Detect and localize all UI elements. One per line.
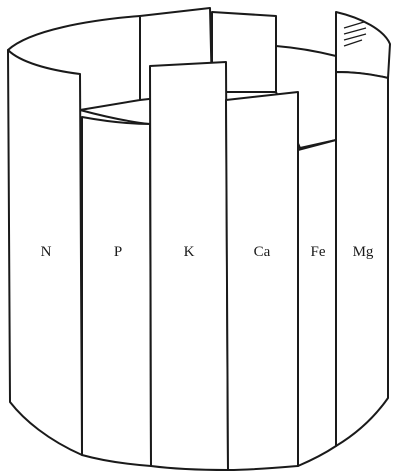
stave-p (82, 117, 151, 466)
stave-label-k: K (184, 244, 195, 260)
stave-k (150, 62, 228, 470)
stave-label-mg: Mg (353, 244, 374, 260)
stave-ca (226, 92, 298, 470)
stave-label-n: N (41, 244, 52, 260)
stave-label-ca: Ca (254, 244, 271, 260)
stave-fe (298, 140, 336, 466)
stave-label-fe: Fe (311, 244, 326, 260)
stave-label-p: P (114, 244, 122, 260)
